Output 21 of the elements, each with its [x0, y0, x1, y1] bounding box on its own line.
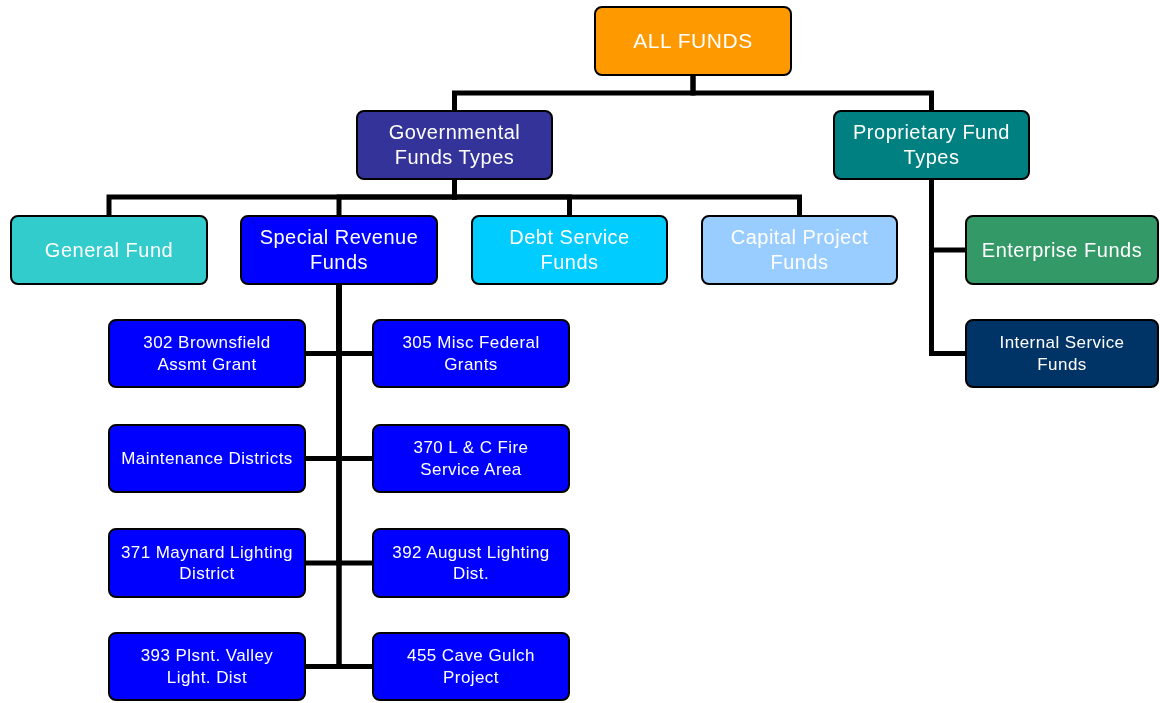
- fund-box: 370 L & C Fire Service Area: [372, 424, 570, 493]
- fund-box: General Fund: [10, 215, 208, 285]
- connector-line: [452, 180, 802, 215]
- fund-box: Debt Service Funds: [471, 215, 668, 285]
- fund-box: Special Revenue Funds: [240, 215, 438, 285]
- fund-box: Enterprise Funds: [965, 215, 1159, 285]
- fund-box: 455 Cave Gulch Project: [372, 632, 570, 701]
- fund-box: Proprietary Fund Types: [833, 110, 1030, 180]
- fund-box: ALL FUNDS: [594, 6, 792, 76]
- fund-box: Maintenance Districts: [108, 424, 306, 493]
- fund-box: 392 August Lighting Dist.: [372, 528, 570, 598]
- fund-box: 302 Brownsfield Assmt Grant: [108, 319, 306, 388]
- connector-line: [336, 285, 372, 669]
- connector-line: [690, 76, 934, 110]
- fund-box: 393 Plsnt. Valley Light. Dist: [108, 632, 306, 701]
- fund-box: 305 Misc Federal Grants: [372, 319, 570, 388]
- connector-line: [929, 180, 965, 356]
- fund-box: 371 Maynard Lighting District: [108, 528, 306, 598]
- fund-box: Capital Project Funds: [701, 215, 898, 285]
- fund-box: Internal Service Funds: [965, 319, 1159, 388]
- fund-box: Governmental Funds Types: [356, 110, 553, 180]
